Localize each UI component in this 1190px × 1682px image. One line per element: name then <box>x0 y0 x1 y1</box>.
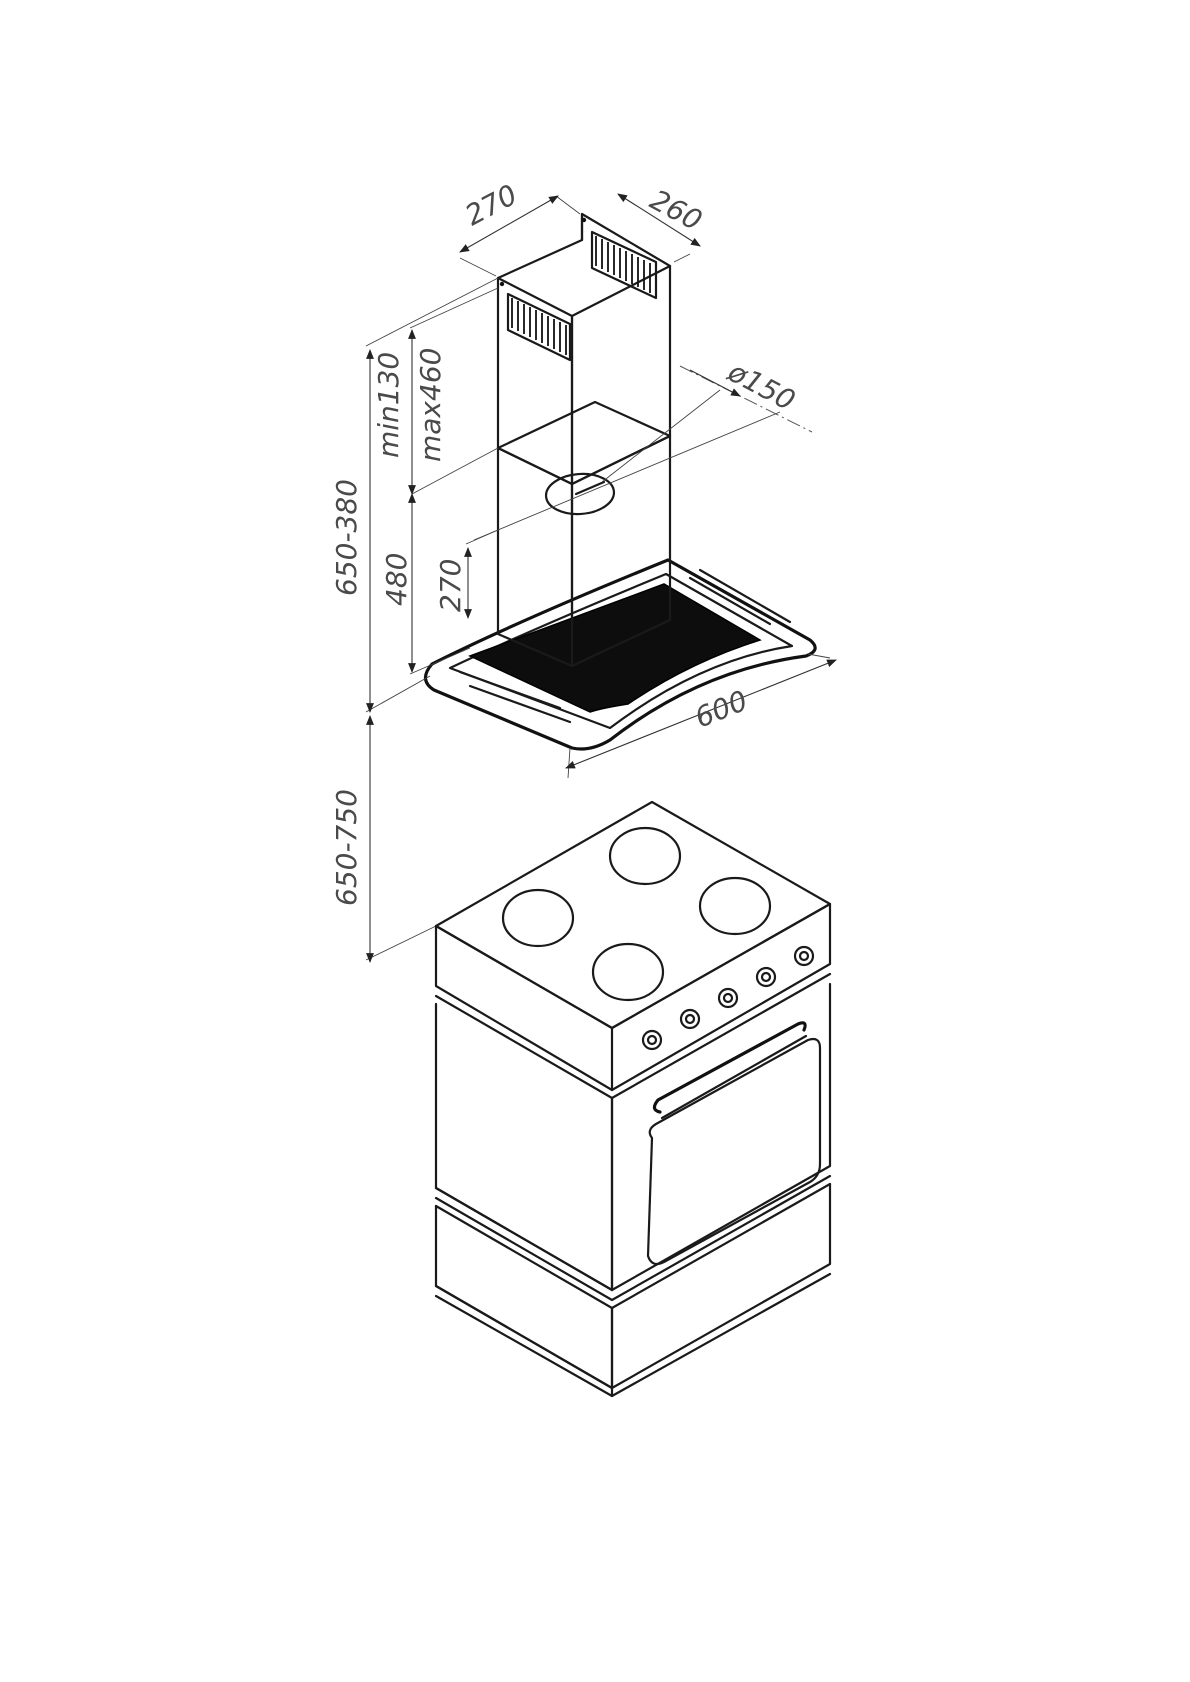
control-knob <box>719 989 737 1007</box>
label-upper-max: max460 <box>414 348 447 462</box>
hood-canopy <box>425 560 815 749</box>
vent-grill-right <box>592 232 656 298</box>
label-hood-to-cooker: 650-750 <box>330 789 363 906</box>
label-chimney-width: 270 <box>460 178 523 232</box>
control-knob <box>795 947 813 965</box>
duct-outlet <box>545 472 616 517</box>
hotplate <box>593 944 663 1000</box>
cooktop <box>436 802 830 1028</box>
label-total-hood-height: 650-380 <box>330 479 363 596</box>
storage-drawer <box>436 1206 612 1388</box>
upper-chimney <box>498 214 670 484</box>
label-upper-min: min130 <box>372 352 405 458</box>
oven-door-handle <box>654 1023 805 1112</box>
label-lower-offset: 270 <box>434 559 467 612</box>
control-knob <box>643 1031 661 1049</box>
dimension-labels: 270 260 ø150 min130 max460 650-380 480 2… <box>330 178 801 906</box>
label-chimney-depth: 260 <box>645 183 708 237</box>
hotplate <box>503 890 573 946</box>
label-lower-chimney: 480 <box>380 553 413 606</box>
hotplate <box>610 828 680 884</box>
control-knob <box>757 968 775 986</box>
label-hood-width: 600 <box>690 684 752 735</box>
control-knob <box>681 1010 699 1028</box>
cooker <box>436 802 830 1396</box>
hotplate <box>700 878 770 934</box>
label-duct-diameter: ø150 <box>722 355 801 418</box>
vent-grill-left <box>508 294 570 360</box>
